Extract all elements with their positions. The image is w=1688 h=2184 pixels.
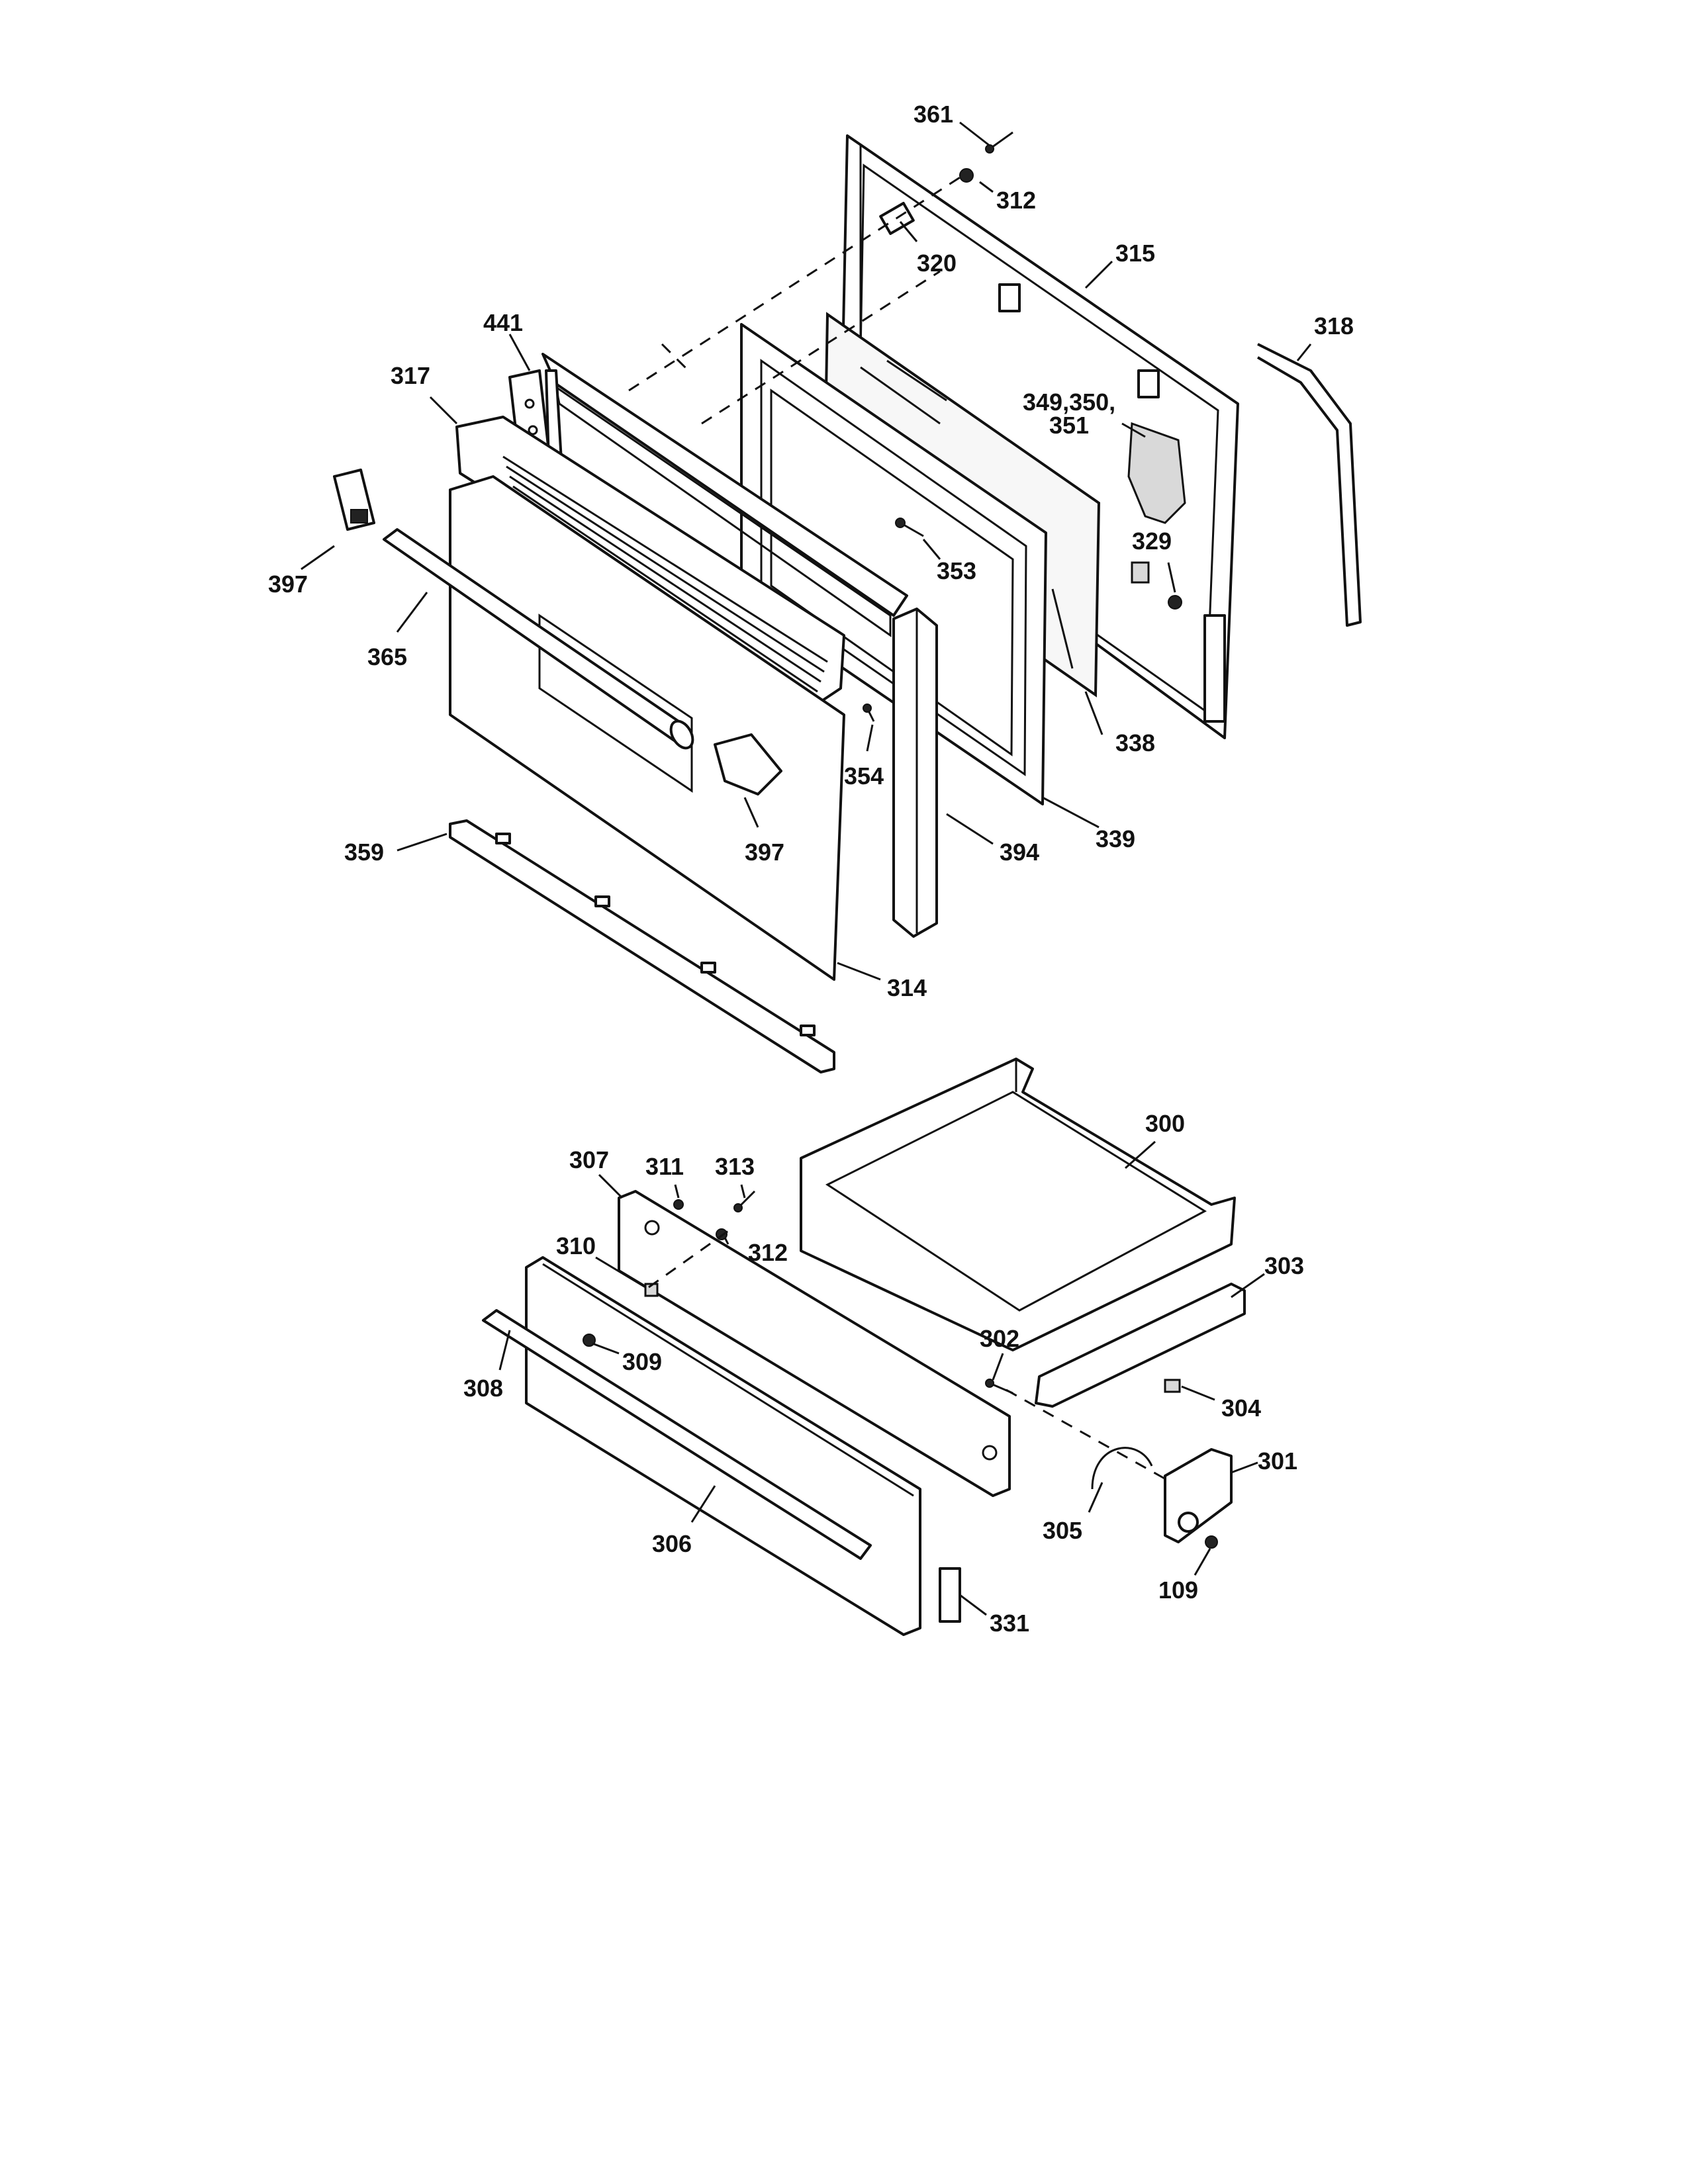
callout-397-right: 397 bbox=[745, 839, 784, 866]
screw-353 bbox=[895, 518, 924, 537]
screw-313 bbox=[733, 1190, 756, 1212]
washer-312-upper bbox=[959, 168, 974, 183]
callout-314: 314 bbox=[887, 974, 927, 1001]
callout-329: 329 bbox=[1132, 527, 1172, 555]
callout-301: 301 bbox=[1258, 1447, 1297, 1475]
door-bottom-trim-359 bbox=[449, 819, 835, 1073]
inner-door-liner-315 bbox=[839, 134, 1239, 739]
callout-394: 394 bbox=[1000, 839, 1039, 866]
handle-end-cap-397-right bbox=[714, 733, 782, 796]
callout-304: 304 bbox=[1221, 1394, 1261, 1422]
outer-door-panel-314 bbox=[449, 475, 845, 981]
drawer-rail-303 bbox=[1035, 1283, 1246, 1408]
drawer-front-306 bbox=[525, 1256, 921, 1636]
callout-312-upper: 312 bbox=[996, 187, 1036, 214]
callout-354: 354 bbox=[844, 762, 884, 790]
handle-end-cap-397-left bbox=[333, 469, 375, 531]
callout-349-350: 349,350, bbox=[1023, 388, 1115, 416]
roller-304 bbox=[1164, 1379, 1181, 1393]
storage-drawer-300 bbox=[800, 1058, 1236, 1351]
callout-308: 308 bbox=[463, 1375, 503, 1402]
leader-lines bbox=[301, 121, 1312, 1616]
wire-clip-305 bbox=[1091, 1447, 1153, 1490]
clip-329 bbox=[1168, 595, 1182, 610]
callout-300: 300 bbox=[1145, 1110, 1185, 1137]
callout-315: 315 bbox=[1115, 240, 1155, 267]
drawer-bracket-301 bbox=[1164, 1448, 1233, 1543]
screw-354 bbox=[863, 704, 875, 722]
callout-320: 320 bbox=[917, 250, 957, 277]
callout-302: 302 bbox=[980, 1325, 1019, 1352]
door-gasket-318 bbox=[1256, 343, 1362, 627]
callout-365: 365 bbox=[367, 643, 407, 670]
callout-331: 331 bbox=[990, 1610, 1029, 1637]
drawer-handle-308 bbox=[482, 1309, 872, 1560]
callout-441: 441 bbox=[483, 309, 523, 336]
callout-311: 311 bbox=[645, 1153, 684, 1180]
door-side-trim-394 bbox=[892, 608, 938, 938]
door-handle-365 bbox=[383, 528, 694, 750]
nut-109 bbox=[1205, 1535, 1218, 1549]
callout-361: 361 bbox=[914, 101, 953, 128]
callout-309: 309 bbox=[622, 1348, 662, 1375]
assembly-lines-upper bbox=[628, 174, 964, 425]
callout-310: 310 bbox=[556, 1232, 596, 1259]
callout-397-left: 397 bbox=[268, 570, 308, 598]
callout-labels: 361 312 320 315 318 441 317 349,350, 351… bbox=[268, 101, 1354, 1637]
nut-310 bbox=[644, 1283, 659, 1297]
door-insulation-349 bbox=[1127, 422, 1186, 524]
callout-303: 303 bbox=[1264, 1252, 1304, 1279]
callout-353: 353 bbox=[937, 557, 976, 584]
screw-311 bbox=[673, 1199, 684, 1210]
screw-309 bbox=[583, 1334, 596, 1347]
callout-313: 313 bbox=[715, 1153, 755, 1180]
bracket-331 bbox=[939, 1567, 961, 1623]
callout-339: 339 bbox=[1096, 825, 1135, 852]
callout-109: 109 bbox=[1158, 1576, 1198, 1604]
screw-361 bbox=[985, 131, 1013, 154]
callout-312-lower: 312 bbox=[748, 1239, 788, 1266]
callout-338: 338 bbox=[1115, 729, 1155, 756]
callout-359: 359 bbox=[344, 839, 384, 866]
callout-306: 306 bbox=[652, 1530, 692, 1557]
vent-trim-317 bbox=[455, 416, 845, 703]
callout-351: 351 bbox=[1049, 412, 1089, 439]
callout-305: 305 bbox=[1043, 1517, 1082, 1544]
screw-302 bbox=[985, 1379, 1013, 1394]
assembly-lines-lower bbox=[648, 1230, 1172, 1484]
callout-318: 318 bbox=[1314, 312, 1354, 340]
callout-307: 307 bbox=[569, 1146, 609, 1173]
callout-317: 317 bbox=[391, 362, 430, 389]
